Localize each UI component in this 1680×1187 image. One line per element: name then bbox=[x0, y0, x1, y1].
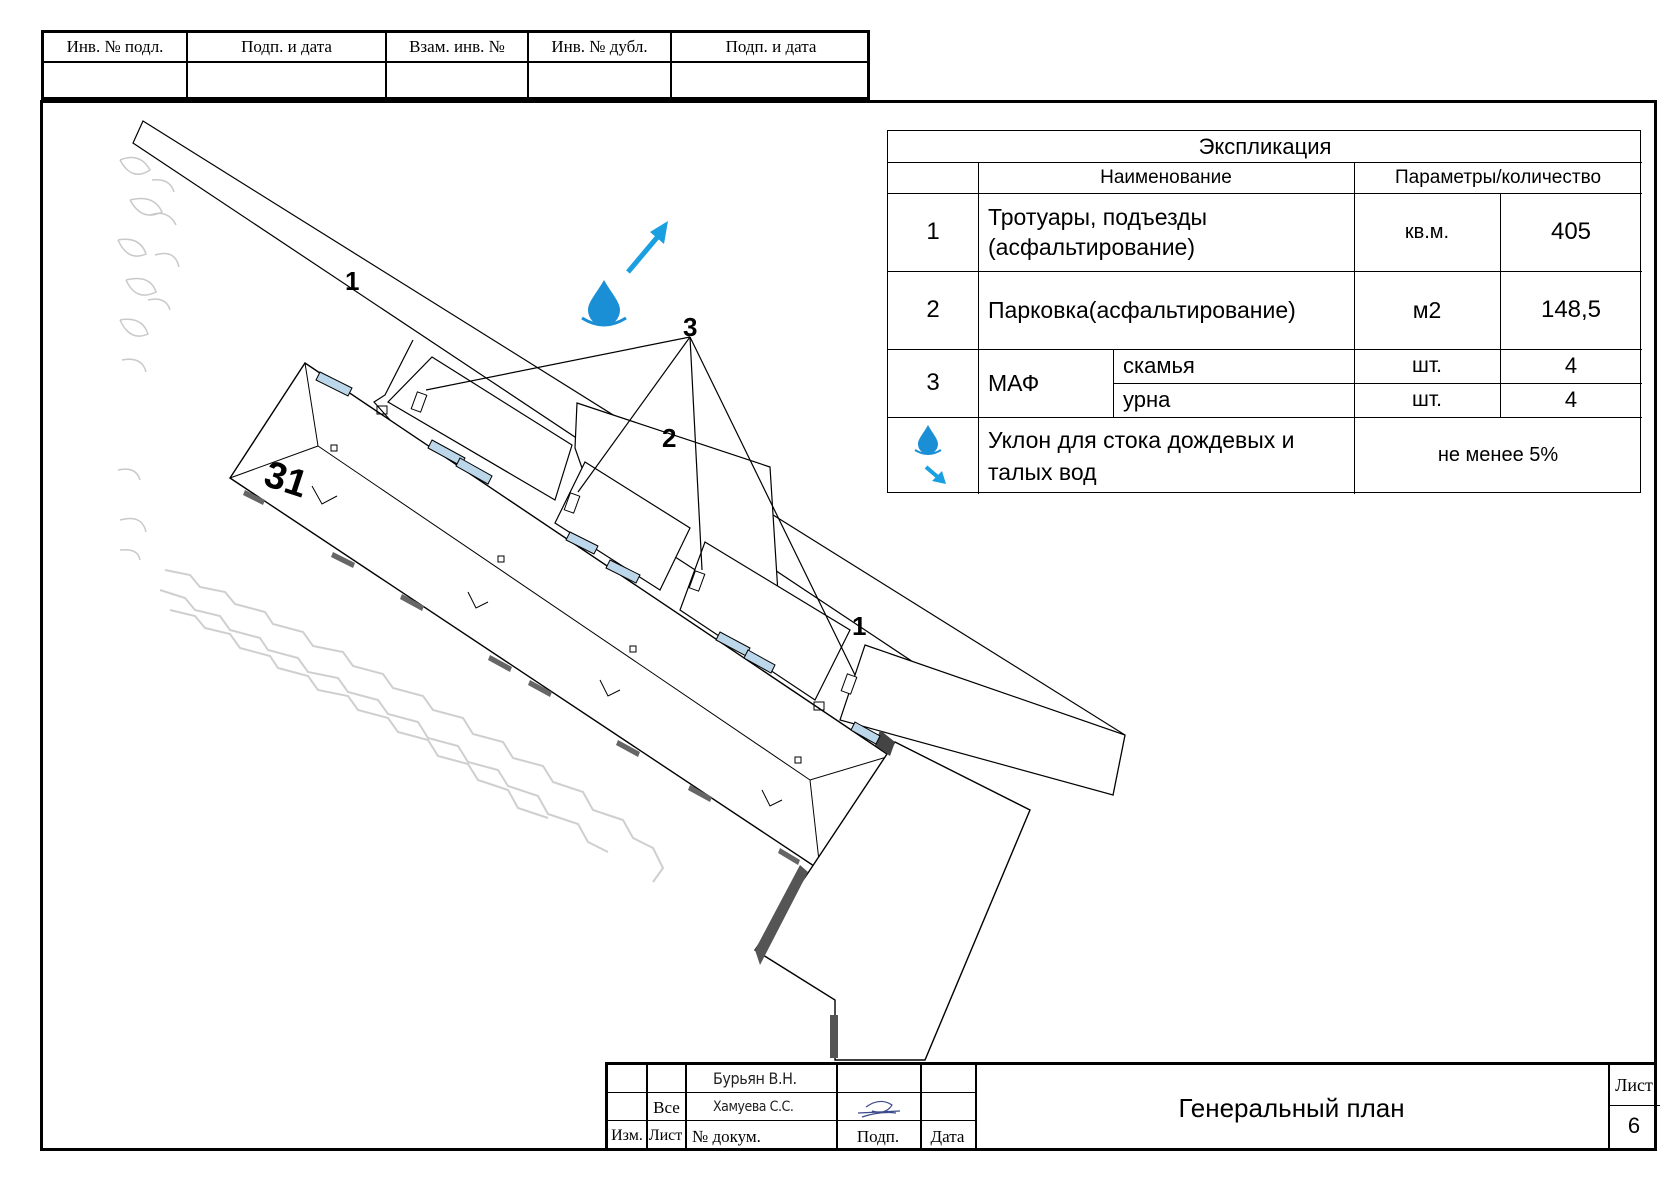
row-3-sub-1-name: скамья bbox=[1123, 353, 1195, 378]
stamp-header-vzam-inv: Взам. инв. № bbox=[387, 33, 529, 63]
row-3-sub-2-unit: шт. bbox=[1412, 388, 1442, 411]
courtyard-block-3 bbox=[679, 541, 851, 701]
col-header-name: Наименование bbox=[1100, 166, 1232, 188]
col-sign: Подп. bbox=[856, 1127, 900, 1146]
col-date: Дата bbox=[930, 1127, 965, 1146]
stamp-value-cell bbox=[188, 63, 387, 100]
row-4-name: Уклон для стока дождевых и талых вод bbox=[988, 426, 1295, 485]
row-3-name: МАФ bbox=[988, 369, 1040, 396]
signer-1-name: Бурьян В.Н. bbox=[713, 1069, 797, 1088]
col-doc-number: № докум. bbox=[692, 1127, 761, 1146]
row-1-name: Тротуары, подъезды (асфальтирование) bbox=[988, 204, 1208, 260]
label-walkway-right: 1 bbox=[852, 611, 866, 641]
sheet-label: Лист bbox=[1615, 1075, 1653, 1095]
row-4-icon-cell bbox=[888, 417, 978, 494]
row-3-sub-2-name: урна bbox=[1123, 387, 1171, 412]
row-2-name: Парковка(асфальтирование) bbox=[988, 296, 1296, 323]
all-label: Все bbox=[653, 1098, 680, 1117]
roof-ridge bbox=[304, 362, 891, 781]
walkway-right bbox=[839, 644, 1126, 796]
annex-shadow bbox=[755, 865, 808, 965]
maf-objects bbox=[410, 391, 858, 695]
drawing-title: Генеральный план bbox=[1178, 1092, 1405, 1123]
water-drop-legend-icon bbox=[914, 425, 946, 484]
signature-mark bbox=[857, 1100, 901, 1118]
label-parking: 2 bbox=[662, 423, 676, 453]
top-stamp: Инв. № подл. Подп. и дата Взам. инв. № И… bbox=[41, 30, 870, 100]
row-3-num: 3 bbox=[926, 369, 940, 396]
courtyard-block-2 bbox=[554, 461, 691, 591]
water-drop-icon bbox=[581, 280, 627, 327]
drawing-frame bbox=[40, 100, 1657, 1151]
drainage-arrow-icon bbox=[626, 221, 668, 274]
row-3-sub-2-value: 4 bbox=[1564, 387, 1578, 412]
label-maf: 3 bbox=[683, 312, 697, 342]
walkway-branch bbox=[373, 339, 414, 421]
shrubs-row bbox=[159, 569, 665, 883]
courtyard-block-1 bbox=[387, 356, 573, 501]
explication-title: Экспликация bbox=[1198, 133, 1332, 159]
stamp-header-podp-data: Подп. и дата bbox=[188, 33, 387, 63]
row-1-unit: кв.м. bbox=[1404, 220, 1450, 243]
row-4-value: не менее 5% bbox=[1437, 444, 1559, 466]
col-list: Лист bbox=[648, 1127, 683, 1144]
row-2-unit: м2 bbox=[1412, 296, 1442, 323]
explication-table: Экспликация Наименование Параметры/колич… bbox=[887, 130, 1642, 494]
roof-details bbox=[311, 405, 825, 807]
leader-lines bbox=[425, 336, 856, 676]
windows bbox=[315, 371, 881, 745]
stamp-value-cell bbox=[44, 63, 188, 100]
col-header-params: Параметры/количество bbox=[1394, 166, 1602, 188]
row-2-num: 2 bbox=[926, 296, 940, 323]
col-izm: Изм. bbox=[611, 1127, 643, 1144]
stamp-header-podp-data-2: Подп. и дата bbox=[672, 33, 870, 63]
stamp-value-cell bbox=[529, 63, 672, 100]
row-3-sub-1-value: 4 bbox=[1564, 353, 1578, 378]
row-1-value: 405 bbox=[1550, 218, 1592, 245]
label-walkway-top: 1 bbox=[345, 266, 359, 296]
stamp-value-cell bbox=[387, 63, 529, 100]
row-1-num: 1 bbox=[926, 218, 940, 245]
sheet-number: 6 bbox=[1627, 1113, 1641, 1138]
row-2-value: 148,5 bbox=[1540, 296, 1602, 323]
row-3-sub-1-unit: шт. bbox=[1412, 354, 1442, 377]
stamp-header-inv-dubl: Инв. № дубл. bbox=[529, 33, 672, 63]
trees bbox=[117, 156, 180, 561]
facade-windows bbox=[243, 490, 800, 865]
signer-2-name: Хамуева С.С. bbox=[713, 1099, 794, 1115]
stamp-header-inv-podl: Инв. № подл. bbox=[44, 33, 188, 63]
title-block: Бурьян В.Н. Хамуева С.С. Все Изм. Лист №… bbox=[605, 1062, 1660, 1151]
